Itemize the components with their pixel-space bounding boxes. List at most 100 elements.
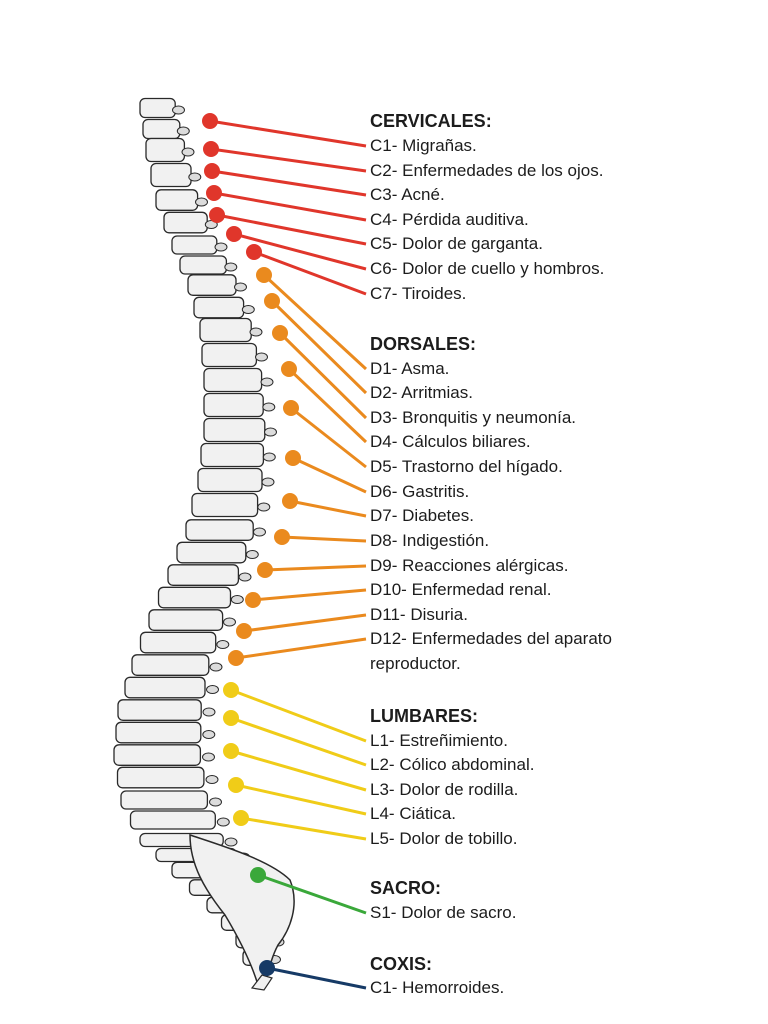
marker-dot-lumbar xyxy=(223,682,239,698)
label-d11: D11- Disuria. xyxy=(370,605,468,624)
vertebra-shape xyxy=(200,442,265,468)
vertebra-process xyxy=(206,685,219,694)
vertebra-shape xyxy=(179,255,228,275)
vertebra-process xyxy=(216,817,230,827)
marker-dot-dorsal xyxy=(256,267,272,283)
vertebra-shape xyxy=(197,467,263,493)
vertebra-shape xyxy=(142,118,181,140)
vertebra-shape xyxy=(155,189,199,211)
marker-dot-lumbar xyxy=(223,743,239,759)
vertebra-process xyxy=(209,797,222,807)
vertebra-process xyxy=(253,527,266,537)
marker-dot-cervical xyxy=(246,244,262,260)
vertebra-shape xyxy=(145,137,186,163)
connector-line-cervical xyxy=(253,250,367,296)
label-l2: L2- Cólico abdominal. xyxy=(370,755,535,774)
vertebra-process xyxy=(261,477,275,487)
connector-line-sacro xyxy=(257,873,367,915)
label-c7: C7- Tiroides. xyxy=(370,284,467,303)
connector-line-cervical xyxy=(216,213,367,246)
vertebra-shape xyxy=(201,342,258,368)
dorsales-heading: DORSALES: xyxy=(370,334,477,354)
vertebra-process xyxy=(214,242,228,252)
connector-line-lumbar xyxy=(235,783,367,816)
vertebra-shape xyxy=(191,492,259,518)
vertebra-shape xyxy=(129,810,216,830)
vertebra-process xyxy=(245,550,259,559)
coxis-heading: COXIS: xyxy=(370,954,433,974)
vertebra-shape xyxy=(124,676,206,699)
connector-line-lumbar xyxy=(240,816,367,841)
label-c5: C5- Dolor de garganta. xyxy=(370,234,543,253)
label-d5: D5- Trastorno del hígado. xyxy=(370,457,563,476)
connector-line-cervical xyxy=(211,169,367,197)
label-l4: L4- Ciática. xyxy=(370,804,456,823)
label-d2: D2- Arritmias. xyxy=(370,383,473,402)
marker-dot-dorsal xyxy=(272,325,288,341)
vertebra-process xyxy=(260,377,274,387)
connector-line-lumbar xyxy=(230,716,367,767)
connector-line-coxis xyxy=(266,966,367,990)
connector-line-dorsal xyxy=(243,613,367,633)
vertebra-shape xyxy=(203,367,263,393)
lumbares-heading: LUMBARES: xyxy=(370,706,478,726)
marker-dot-dorsal xyxy=(257,562,273,578)
connector-line-lumbar xyxy=(230,749,367,792)
vertebra-process xyxy=(209,662,223,672)
vertebra-shape xyxy=(187,274,237,296)
vertebra-process xyxy=(262,452,276,462)
label-d9: D9- Reacciones alérgicas. xyxy=(370,556,569,575)
connector-line-dorsal xyxy=(252,588,367,602)
marker-dot-cervical xyxy=(226,226,242,242)
label-s1: S1- Dolor de sacro. xyxy=(370,903,517,922)
vertebra-markers xyxy=(202,113,301,976)
marker-dot-lumbar xyxy=(228,777,244,793)
spine-illustration xyxy=(113,97,295,991)
vertebra-shape xyxy=(116,766,205,789)
marker-dot-dorsal xyxy=(236,623,252,639)
marker-dot-dorsal xyxy=(264,293,280,309)
vertebra-process xyxy=(249,327,263,337)
connector-line-cervical xyxy=(213,191,367,222)
connector-line-dorsal xyxy=(278,331,368,420)
vertebra-process xyxy=(234,282,247,292)
label-c3: C3- Acné. xyxy=(370,185,445,204)
label-l1: L1- Estreñimiento. xyxy=(370,731,508,750)
vertebra-process xyxy=(195,197,208,207)
vertebra-process xyxy=(264,427,277,437)
vertebra-shape xyxy=(157,586,232,609)
vertebra-process xyxy=(262,402,276,412)
vertebra-process xyxy=(202,730,216,739)
label-c1: C1- Migrañas. xyxy=(370,136,477,155)
label-d6: D6- Gastritis. xyxy=(370,482,470,501)
vertebra-shape xyxy=(117,699,202,721)
label-d12: D12- Enfermedades del aparato xyxy=(370,629,612,648)
marker-dot-dorsal xyxy=(282,493,298,509)
vertebra-process xyxy=(202,707,216,717)
label-d4: D4- Cálculos biliares. xyxy=(370,432,531,451)
marker-dot-lumbar xyxy=(233,810,249,826)
connector-line-cervical xyxy=(233,232,367,271)
marker-dot-coxis xyxy=(259,960,275,976)
marker-dot-lumbar xyxy=(223,710,239,726)
vertebra-shape xyxy=(139,631,217,654)
label-c6: C6- Dolor de cuello y hombros. xyxy=(370,259,605,278)
label-d1: D1- Asma. xyxy=(370,359,450,378)
connector-lines xyxy=(209,119,368,990)
marker-dot-dorsal xyxy=(245,592,261,608)
cervicales-heading: CERVICALES: xyxy=(370,111,492,131)
sacro-heading: SACRO: xyxy=(370,878,441,898)
connector-line-dorsal xyxy=(235,637,367,660)
vertebra-shape xyxy=(193,296,245,319)
vertebra-process xyxy=(241,305,255,314)
marker-dot-dorsal xyxy=(285,450,301,466)
connector-line-cervical xyxy=(209,119,367,148)
connector-line-cervical xyxy=(210,147,367,173)
vertebra-process xyxy=(181,147,195,157)
marker-dot-cervical xyxy=(204,163,220,179)
vertebra-process xyxy=(224,837,238,847)
vertebra-process xyxy=(230,595,244,604)
vertebra-shape xyxy=(176,541,247,564)
marker-dot-cervical xyxy=(209,207,225,223)
